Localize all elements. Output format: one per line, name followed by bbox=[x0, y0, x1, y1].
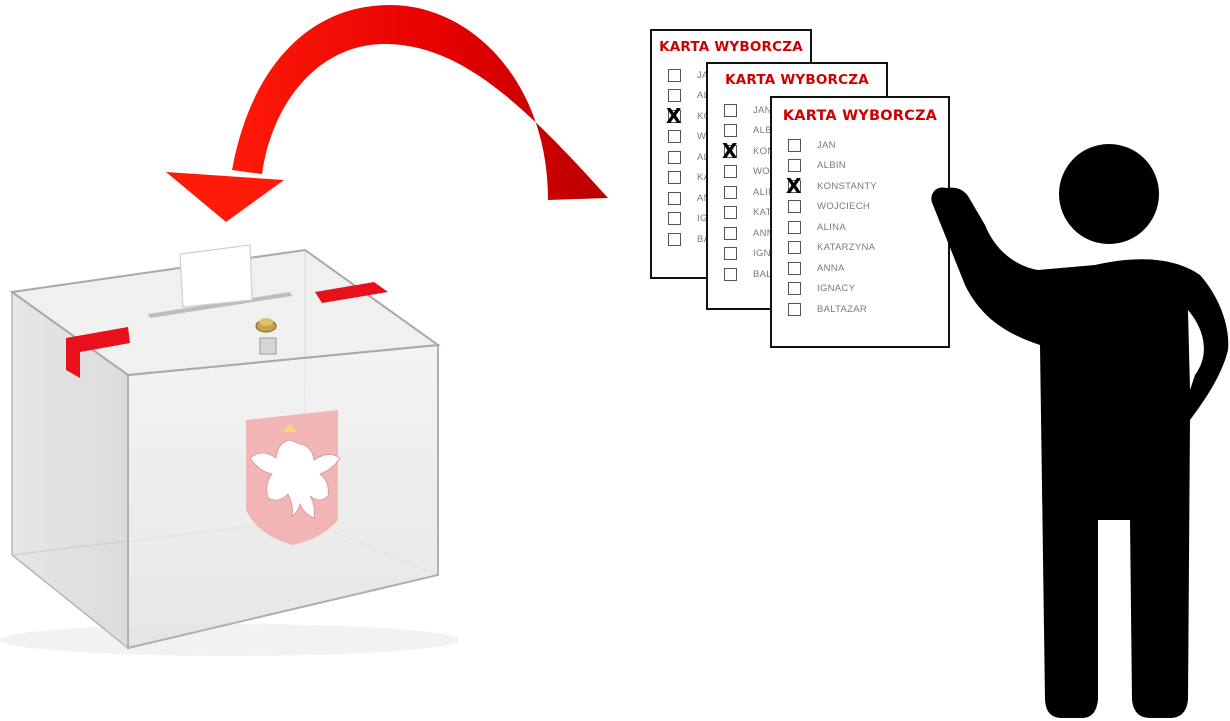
voting-diagram: KARTA WYBORCZA JANALBINXKONSTANTYWOJCIEC… bbox=[0, 0, 1230, 721]
person-icon bbox=[0, 0, 1230, 721]
